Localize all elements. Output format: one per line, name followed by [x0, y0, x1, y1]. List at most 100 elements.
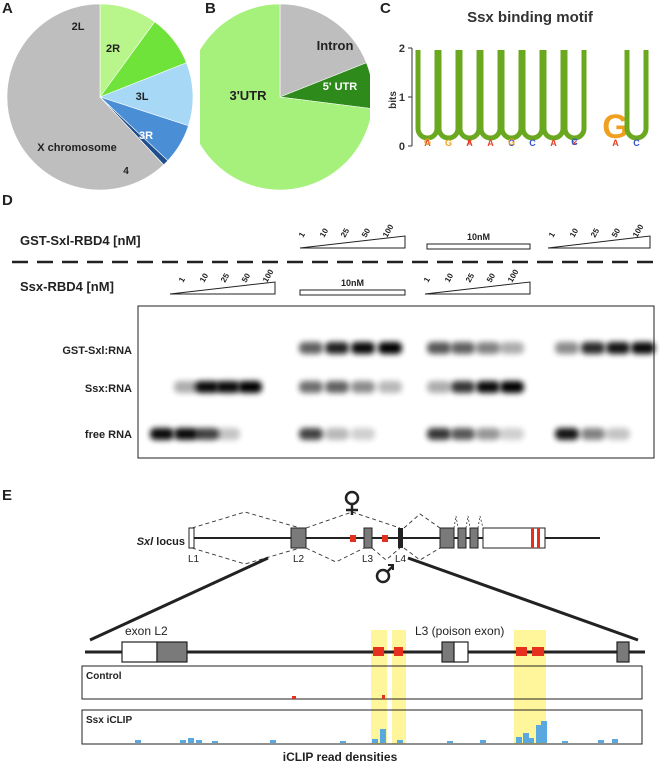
- band-ssx-lane-9: [427, 381, 451, 393]
- iclip-track: [81, 709, 643, 745]
- ssx-conc-a-4: 100: [261, 267, 276, 284]
- band-free-lane-0: [150, 428, 174, 440]
- band-ssx-lane-2: [195, 381, 219, 393]
- exon-last-red-1: [531, 528, 534, 548]
- band-ssx-lane-12: [500, 381, 524, 393]
- zoom-site-2: [394, 647, 403, 656]
- band-gst-lane-11: [476, 342, 500, 354]
- ssx-conc-b-0: 1: [422, 275, 432, 284]
- iclip-track-label: Ssx iCLIP: [86, 715, 132, 726]
- zoom-exon-l3-grey: [441, 641, 455, 663]
- splice-arc-male-3: [371, 547, 401, 561]
- ssx-conc-b-3: 50: [485, 271, 498, 284]
- band-free-lane-15: [606, 428, 630, 440]
- pie-b-slice-1: [279, 62, 370, 109]
- zoom-label-l3: L3 (poison exon): [415, 624, 504, 638]
- ssx-conc-a-3: 50: [240, 271, 253, 284]
- motif-minor-letter-4-1: G: [508, 137, 515, 147]
- exon-label-l1: L1: [188, 554, 200, 565]
- gst-conc-b-1: 10: [568, 226, 581, 239]
- band-gst-lane-14: [581, 342, 605, 354]
- control-signal-2: [382, 695, 385, 699]
- band-gst-lane-5: [299, 342, 323, 354]
- band-free-lane-10: [451, 428, 475, 440]
- splice-arc-small-3: [477, 515, 484, 529]
- motif-minor-letter-7-1: C: [571, 137, 578, 147]
- motif-minor-letter-3-0: A: [487, 138, 494, 148]
- band-free-lane-11: [476, 428, 500, 440]
- locus-caption: iCLIP read densities: [283, 750, 398, 764]
- exon-label-l2: L2: [293, 554, 305, 565]
- iclip-bar: [541, 721, 547, 743]
- motif-minor-letter-0-1: G: [424, 137, 431, 147]
- band-gst-lane-13: [555, 342, 579, 354]
- pie-b-label-0: Intron: [317, 38, 354, 53]
- band-ssx-lane-3: [216, 381, 240, 393]
- zoom-exon-l2-white: [121, 641, 158, 663]
- motif-letter-u-6: [541, 50, 566, 141]
- band-ssx-lane-1: [174, 381, 198, 393]
- band-free-lane-12: [500, 428, 524, 440]
- band-free-lane-3: [216, 428, 240, 440]
- gst-conc-a-3: 50: [360, 226, 373, 239]
- iclip-bar: [372, 739, 378, 743]
- motif-minor-letter-7-0: ×: [572, 138, 577, 148]
- gst-conc-a-2: 25: [339, 226, 352, 239]
- exon-l3: [363, 527, 373, 549]
- exon-l4: [398, 528, 403, 548]
- motif-letter-u-4: [499, 50, 524, 141]
- iclip-bar: [536, 725, 542, 743]
- exon-l2: [290, 527, 307, 549]
- iclip-bar: [270, 740, 276, 743]
- motif-letter-u-0: [415, 50, 440, 141]
- ssx-conc-b-4: 100: [506, 267, 521, 284]
- motif-ytick-label-2: 2: [399, 43, 405, 55]
- ssx-conc-a-0: 1: [177, 275, 187, 284]
- pie-a-label-3: 3R: [139, 130, 153, 142]
- ssx-conc-b-2: 25: [464, 271, 477, 284]
- band-gst-lane-7: [351, 342, 375, 354]
- iclip-bar: [380, 729, 386, 743]
- iclip-bar: [447, 741, 453, 743]
- ssx-wedge-a: [169, 281, 276, 295]
- exon-label-l3: L3: [362, 554, 374, 565]
- ssx-wedge-b: [424, 281, 531, 295]
- motif-minor-letter-5-0: C: [529, 138, 536, 148]
- zoom-exon-l2-grey: [156, 641, 188, 663]
- zoom-site-3: [516, 647, 527, 656]
- control-signal-1: [292, 696, 296, 699]
- motif-letter-u-7: [562, 50, 587, 141]
- exon-5: [439, 527, 455, 549]
- control-track-label: Control: [86, 671, 122, 682]
- pie-a-label-1: 2R: [106, 43, 120, 55]
- band-free-lane-9: [427, 428, 451, 440]
- pie-a-label-2: 3L: [136, 91, 149, 103]
- iclip-bar: [196, 740, 202, 743]
- highlight-band-2: [392, 630, 406, 744]
- gst-conc-b-0: 1: [547, 230, 557, 239]
- exon-label-l4: L4: [395, 554, 407, 565]
- band-ssx-lane-10: [451, 381, 475, 393]
- band-ssx-lane-4: [238, 381, 262, 393]
- iclip-bar: [188, 738, 194, 743]
- motif-letter-u-5: [520, 50, 545, 141]
- binding-site-1: [350, 535, 356, 542]
- band-free-lane-6: [325, 428, 349, 440]
- iclip-bar: [212, 741, 218, 743]
- iclip-bar: [523, 733, 529, 743]
- ssx-conc-b-1: 10: [443, 271, 456, 284]
- band-ssx-lane-6: [325, 381, 349, 393]
- exon-last: [482, 527, 546, 549]
- iclip-bar: [598, 740, 604, 743]
- zoom-site-1: [373, 647, 384, 656]
- motif-minor-letter-2-0: A: [466, 138, 473, 148]
- panel-label-d: D: [2, 192, 13, 209]
- zoom-site-4: [532, 647, 544, 656]
- zoom-line-right: [407, 556, 639, 642]
- band-ssx-lane-8: [378, 381, 402, 393]
- panel-label-a: A: [2, 0, 13, 17]
- panel-label-e: E: [2, 487, 13, 504]
